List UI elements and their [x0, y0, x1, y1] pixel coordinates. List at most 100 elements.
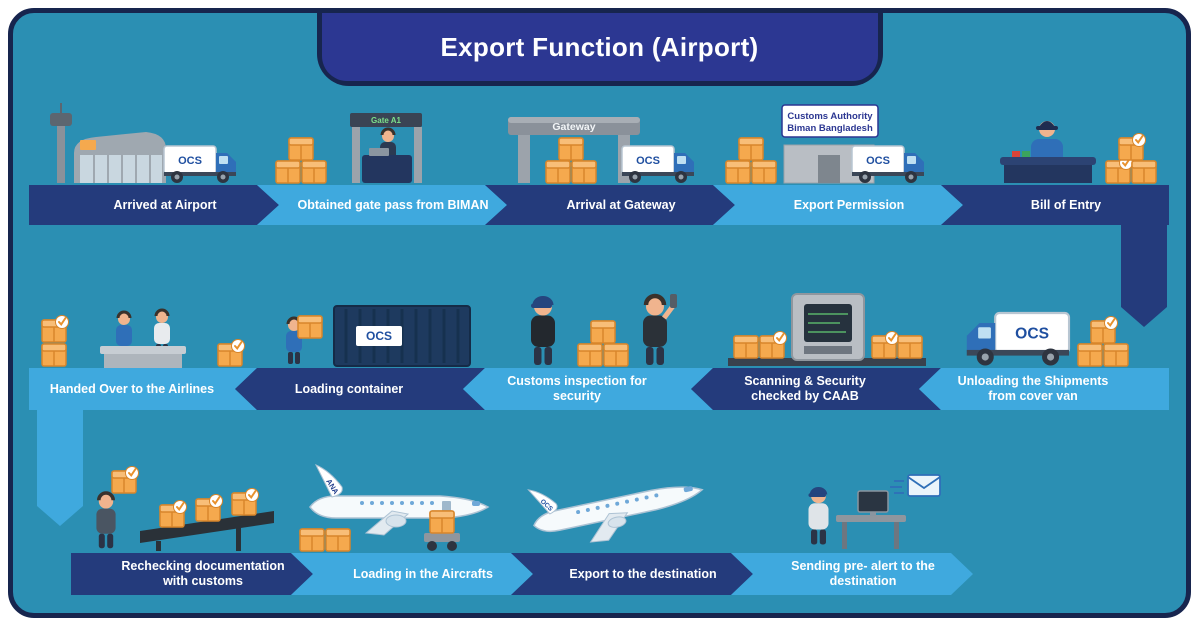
checked-boxes-icon	[1106, 134, 1157, 184]
page-title: Export Function (Airport)	[440, 31, 759, 62]
step-label: Export to the destination	[569, 566, 717, 581]
connector-left-down	[37, 406, 83, 526]
departing-aircraft-icon: OCS	[527, 486, 704, 543]
customs-desk-icon	[1000, 151, 1096, 183]
step-label: Sending pre- alert to the destination	[791, 559, 935, 588]
security-gate-icon: Gate A1	[350, 113, 422, 183]
carried-box-icon	[297, 315, 323, 339]
illustration-export-destination: OCS	[527, 486, 704, 543]
step-label: Handed Over to the Airlines	[49, 381, 215, 396]
scanner-device-icon	[670, 294, 677, 308]
step-label: Bill of Entry	[1030, 197, 1102, 212]
row-3-illustrations: ANA	[71, 451, 973, 553]
ocs-truck-icon: OCS	[163, 145, 237, 184]
step-sending-pre-alert: Sending pre- alert to the destination	[731, 553, 973, 595]
step-label: Rechecking documentation with customs	[121, 559, 285, 588]
title-banner: Export Function (Airport)	[316, 8, 883, 86]
step-unloading-cover-van: Unloading the Shipments from cover van	[919, 368, 1169, 410]
process-row-3: Rechecking documentation with customs Lo…	[71, 553, 973, 595]
operator-icon	[808, 487, 829, 545]
ocs-logo-text: OCS	[636, 155, 660, 167]
step-label: Unloading the Shipments from cover van	[957, 374, 1109, 403]
cargo-boxes-icon	[545, 137, 597, 184]
title-banner-inner: Export Function (Airport)	[321, 13, 878, 81]
gate-sign-text: Gate A1	[371, 116, 401, 125]
customs-sign-line2: Biman Bangladesh	[787, 123, 873, 134]
step-loading-in-aircrafts: Loading in the Aircrafts	[291, 553, 533, 595]
ocs-truck-icon: OCS	[851, 145, 925, 184]
step-customs-inspection: Customs inspection for security	[463, 368, 713, 410]
step-label: Loading in the Aircrafts	[353, 566, 493, 581]
step-bill-of-entry: Bill of Entry	[941, 185, 1169, 225]
lifted-box-icon	[112, 467, 139, 494]
illustration-gateway: Gateway OCS	[508, 117, 695, 184]
step-label: Arrived at Airport	[113, 197, 217, 212]
step-arrived-at-airport: Arrived at Airport	[29, 185, 279, 225]
illustration-scanning-caab	[728, 293, 926, 366]
boxes-in-icon	[733, 332, 787, 359]
illustration-arrived-at-airport: OCS	[50, 103, 237, 184]
email-alert-icon	[890, 474, 941, 497]
customs-officer-icon	[531, 296, 555, 365]
customs-office-icon: Customs Authority Biman Bangladesh	[781, 104, 879, 184]
xray-scanner-icon	[791, 293, 865, 361]
cargo-loader-icon	[424, 510, 460, 551]
process-row-1: Arrived at Airport Obtained gate pass fr…	[29, 185, 1169, 225]
ocs-logo-text: OCS	[866, 155, 890, 167]
illustration-gate-pass: Gate A1	[275, 113, 422, 184]
export-function-panel: Export Function (Airport) OCS	[8, 8, 1191, 618]
ocs-logo-text: OCS	[1015, 326, 1049, 343]
checked-boxes-icon	[42, 316, 69, 367]
step-label: Customs inspection for security	[507, 374, 647, 403]
inspector-arm	[662, 304, 675, 320]
illustration-handed-over-airlines	[38, 308, 248, 368]
ocs-container-icon: OCS	[333, 305, 471, 367]
illustration-bill-of-entry	[1000, 121, 1157, 185]
connector-right-down	[1121, 221, 1167, 327]
cargo-boxes-icon	[299, 528, 351, 552]
gateway-sign-text: Gateway	[552, 121, 595, 133]
airline-counter-icon	[100, 346, 186, 368]
process-row-2: Handed Over to the Airlines Loading cont…	[29, 368, 1169, 410]
step-label: Loading container	[294, 381, 404, 396]
inspector-icon	[643, 296, 667, 365]
unloaded-boxes-icon	[1077, 317, 1129, 367]
ocs-logo-text: OCS	[178, 155, 202, 167]
cargo-boxes-icon	[725, 137, 777, 184]
ocs-truck-icon: OCS	[621, 145, 695, 184]
laptop-icon	[369, 148, 389, 156]
step-loading-container: Loading container	[235, 368, 485, 410]
row-2-illustrations: OCS	[29, 266, 1169, 368]
step-export-to-destination: Export to the destination	[511, 553, 753, 595]
step-gate-pass-biman: Obtained gate pass from BIMAN	[257, 185, 507, 225]
airport-building-icon	[50, 103, 166, 183]
documentation-conveyor-icon	[140, 511, 274, 551]
step-label: Export Permission	[793, 197, 905, 212]
checked-box-icon	[218, 340, 245, 367]
customs-clerk-icon	[94, 491, 118, 551]
step-handed-over-airlines: Handed Over to the Airlines	[29, 368, 257, 410]
illustration-export-permission: Customs Authority Biman Bangladesh OCS	[725, 104, 925, 184]
gate-desk	[362, 155, 412, 183]
illustration-loading-container: OCS	[284, 305, 471, 367]
cargo-boxes-icon	[275, 137, 327, 184]
workstation-icon	[836, 490, 906, 549]
ocs-logo-text: OCS	[366, 329, 392, 343]
illustration-unloading-cover-van: OCS	[965, 311, 1129, 367]
step-label: Arrival at Gateway	[566, 197, 676, 212]
gateway-arch-icon: Gateway	[508, 117, 640, 183]
customs-sign-line1: Customs Authority	[787, 111, 873, 122]
step-arrival-at-gateway: Arrival at Gateway	[485, 185, 735, 225]
illustration-pre-alert	[808, 474, 941, 549]
step-export-permission: Export Permission	[713, 185, 963, 225]
illustration-rechecking-documentation	[94, 451, 274, 551]
ana-aircraft-icon: ANA	[309, 464, 490, 536]
step-rechecking-documentation: Rechecking documentation with customs	[71, 553, 313, 595]
illustration-customs-inspection	[531, 266, 677, 368]
conveyor-belt	[728, 358, 926, 366]
step-label: Scanning & Security checked by CAAB	[744, 374, 866, 403]
illustration-loading-aircraft: ANA	[299, 464, 490, 552]
inspected-boxes-icon	[577, 320, 629, 367]
step-label: Obtained gate pass from BIMAN	[297, 197, 489, 212]
ocs-cover-van-icon: OCS	[965, 311, 1071, 367]
